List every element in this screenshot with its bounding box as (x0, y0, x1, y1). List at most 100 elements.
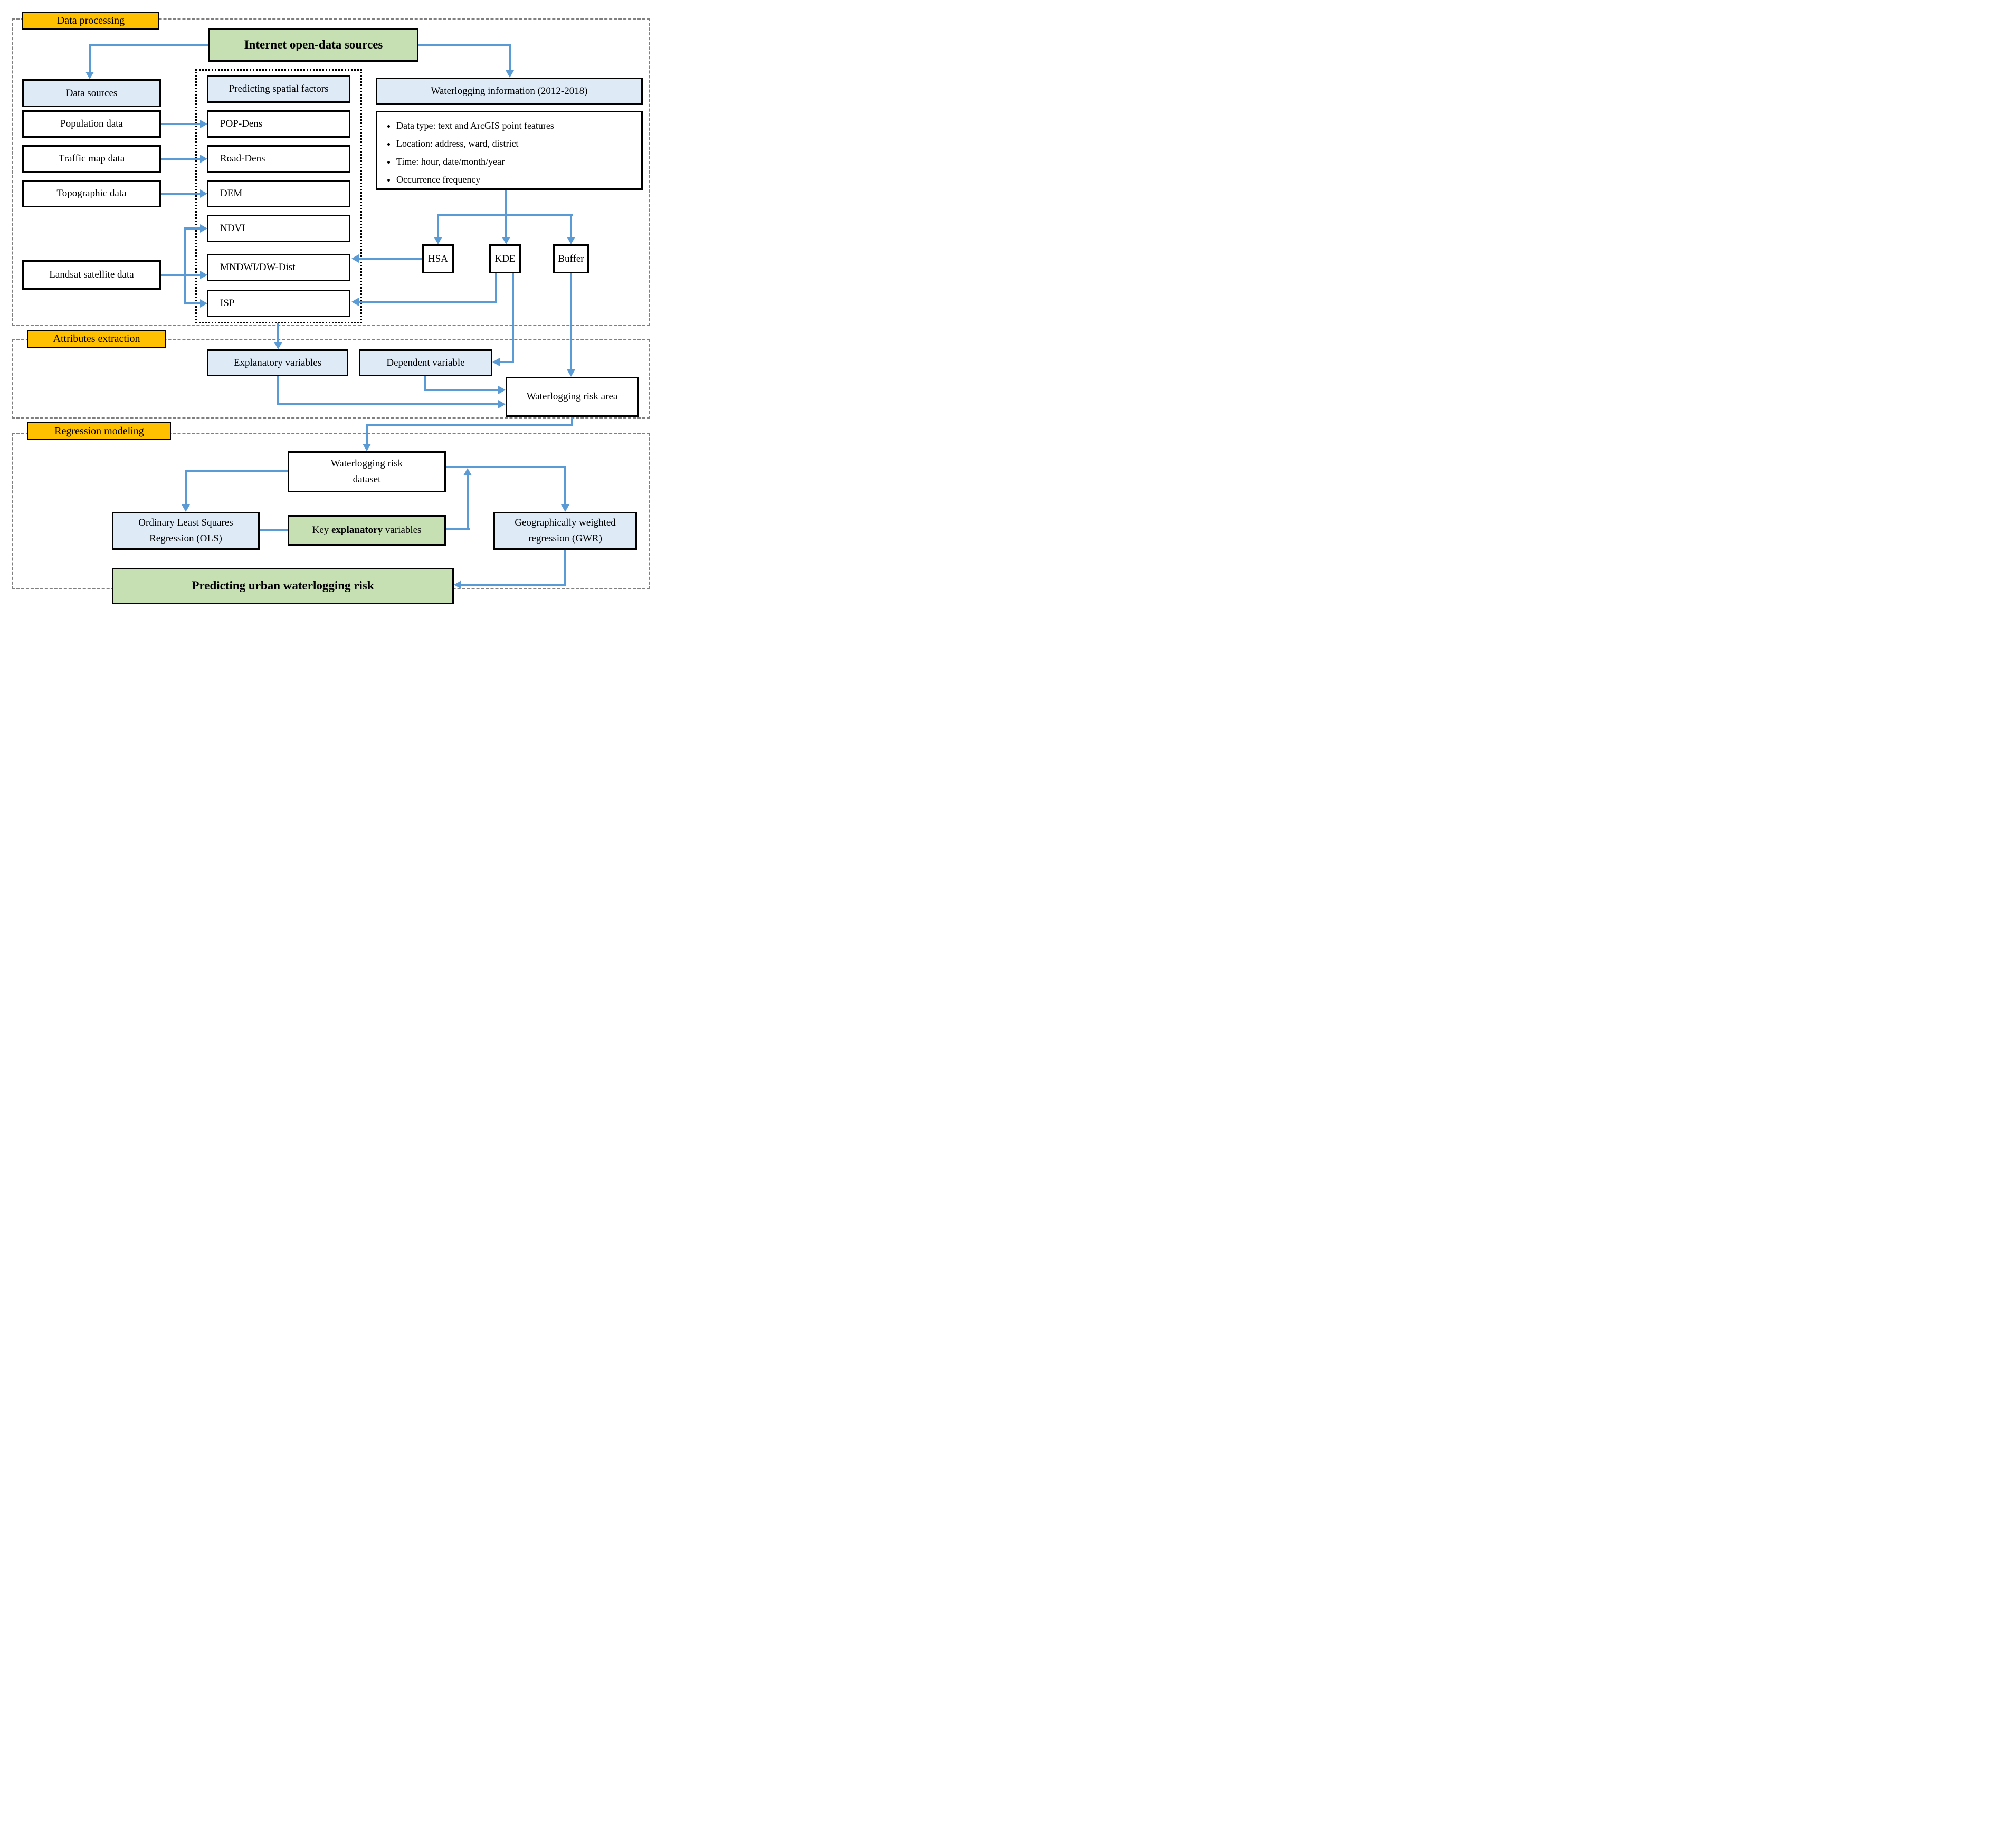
arrowhead-into-gwr (561, 504, 569, 512)
flowchart-canvas: Data processing Attributes extraction Re… (0, 0, 663, 616)
arrow-internet-to-data-sources-h (90, 44, 208, 46)
arrowhead-into-predicting (454, 580, 461, 589)
node-buffer: Buffer (553, 244, 589, 273)
arrowhead-into-dem (200, 189, 207, 198)
node-mndwi-dw-dist: MNDWI/DW-Dist (207, 254, 350, 281)
node-text-line1: Waterlogging risk (330, 458, 403, 469)
arrow-gwr-to-predicting-h (461, 584, 566, 586)
node-landsat-satellite-data: Landsat satellite data (22, 260, 161, 290)
arrowhead-key-variables-up (463, 468, 472, 475)
arrow-info-branch-h (437, 214, 573, 216)
arrowhead-into-dependent (492, 358, 500, 366)
arrow-dependent-to-risk-area-v (424, 376, 426, 391)
node-text: Waterlogging information (2012-2018) (431, 85, 588, 97)
node-text: Topographic data (56, 188, 127, 199)
arrow-info-to-hsa-v (437, 214, 439, 237)
arrow-internet-to-info-v (509, 44, 511, 71)
node-waterlogging-risk-area: Waterlogging risk area (506, 377, 639, 417)
node-text: Population data (60, 118, 123, 130)
arrow-risk-area-to-dataset-v2 (366, 424, 368, 444)
arrow-internet-to-info-h (418, 44, 511, 46)
arrowhead-into-hsa (434, 237, 442, 244)
node-waterlogging-risk-dataset: Waterlogging risk dataset (288, 451, 446, 492)
arrowhead-into-risk-area-left-lower (498, 400, 506, 408)
node-data-sources-header: Data sources (22, 79, 161, 107)
arrow-dependent-to-risk-area-h (424, 389, 498, 391)
node-text: Key (312, 525, 331, 536)
arrow-info-to-kde-v (505, 190, 507, 237)
node-text: ISP (220, 298, 235, 309)
node-population-data: Population data (22, 110, 161, 138)
arrowhead-into-popdens (200, 120, 207, 128)
node-text: KDE (494, 253, 516, 264)
node-waterlogging-information-header: Waterlogging information (2012-2018) (376, 78, 643, 105)
arrow-dataset-to-ols-v (185, 470, 187, 504)
arrow-internet-to-data-sources-v (89, 44, 91, 73)
node-internet-open-data-sources: Internet open-data sources (208, 28, 418, 62)
node-text: Internet open-data sources (244, 37, 383, 51)
section-attributes-extraction-frame (12, 339, 650, 419)
info-bullet-item: Occurrence frequency (396, 170, 554, 188)
arrow-key-variables-h (446, 528, 470, 530)
arrow-risk-area-to-dataset-h (366, 424, 573, 426)
section-label-data-processing: Data processing (22, 12, 159, 30)
arrowhead-into-mndwi-right (351, 254, 359, 263)
arrowhead-into-data-sources (85, 72, 94, 79)
arrow-explanatory-to-risk-area-v (277, 376, 279, 405)
node-text: Road-Dens (220, 153, 265, 165)
arrow-explanatory-to-risk-area-h (277, 403, 498, 405)
node-text: Landsat satellite data (49, 269, 134, 281)
node-text: MNDWI/DW-Dist (220, 262, 296, 273)
node-text: HSA (427, 253, 448, 264)
node-text: Buffer (558, 253, 584, 264)
arrow-landsat-branch-to-isp (185, 302, 200, 304)
arrowhead-into-roaddens (200, 155, 207, 163)
node-topographic-data: Topographic data (22, 180, 161, 207)
section-label-attributes-extraction: Attributes extraction (27, 330, 166, 348)
arrowhead-into-risk-area-top (567, 369, 575, 377)
node-text: variables (383, 525, 422, 536)
node-isp: ISP (207, 290, 350, 317)
arrow-hsa-to-mndwi (359, 258, 422, 260)
node-text: Explanatory variables (233, 357, 322, 368)
node-key-explanatory-variables: Key explanatory variables (288, 515, 446, 546)
arrowhead-into-isp-right (351, 298, 359, 306)
node-predicting-urban-waterlogging-risk: Predicting urban waterlogging risk (112, 568, 454, 604)
arrow-traffic-to-roaddens (161, 158, 200, 160)
node-text: POP-Dens (220, 118, 263, 130)
node-hsa: HSA (422, 244, 454, 273)
arrow-landsat-branch-v (184, 227, 186, 304)
node-pop-dens: POP-Dens (207, 110, 350, 138)
node-waterlogging-information-details: Data type: text and ArcGIS point feature… (376, 111, 643, 190)
node-text-line2: regression (GWR) (528, 533, 602, 544)
arrow-factors-to-explanatory-v (277, 323, 279, 342)
node-gwr-regression: Geographically weighted regression (GWR) (493, 512, 637, 550)
node-ols-regression: Ordinary Least Squares Regression (OLS) (112, 512, 260, 550)
node-text-emphasis: explanatory (331, 525, 383, 536)
node-dependent-variable: Dependent variable (359, 349, 492, 376)
arrowhead-into-kde (502, 237, 510, 244)
arrowhead-into-waterlogging-info (506, 70, 514, 78)
node-text-line2: dataset (353, 474, 381, 485)
arrow-dataset-to-gwr-h (446, 466, 566, 468)
node-text: NDVI (220, 223, 245, 234)
arrowhead-into-isp (200, 299, 207, 308)
info-bullet-item: Data type: text and ArcGIS point feature… (396, 117, 554, 135)
node-text: Dependent variable (386, 357, 465, 368)
arrowhead-into-dataset (363, 444, 371, 451)
arrow-gwr-to-predicting-v (564, 550, 566, 585)
arrow-buffer-to-risk-area-v (570, 273, 572, 369)
arrowhead-into-ndvi (200, 224, 207, 233)
node-road-dens: Road-Dens (207, 145, 350, 173)
arrowhead-into-ols (182, 504, 190, 512)
section-label-text: Data processing (56, 15, 125, 26)
arrowhead-into-explanatory (274, 342, 282, 349)
arrow-dataset-to-ols-h (185, 470, 288, 472)
arrow-kde-to-isp-v (495, 273, 497, 302)
node-text-line1: Ordinary Least Squares (138, 517, 233, 528)
node-ndvi: NDVI (207, 215, 350, 242)
node-explanatory-variables: Explanatory variables (207, 349, 348, 376)
arrow-population-to-popdens (161, 123, 200, 125)
arrow-dataset-to-gwr-v (564, 466, 566, 504)
node-text: Predicting spatial factors (229, 83, 329, 95)
